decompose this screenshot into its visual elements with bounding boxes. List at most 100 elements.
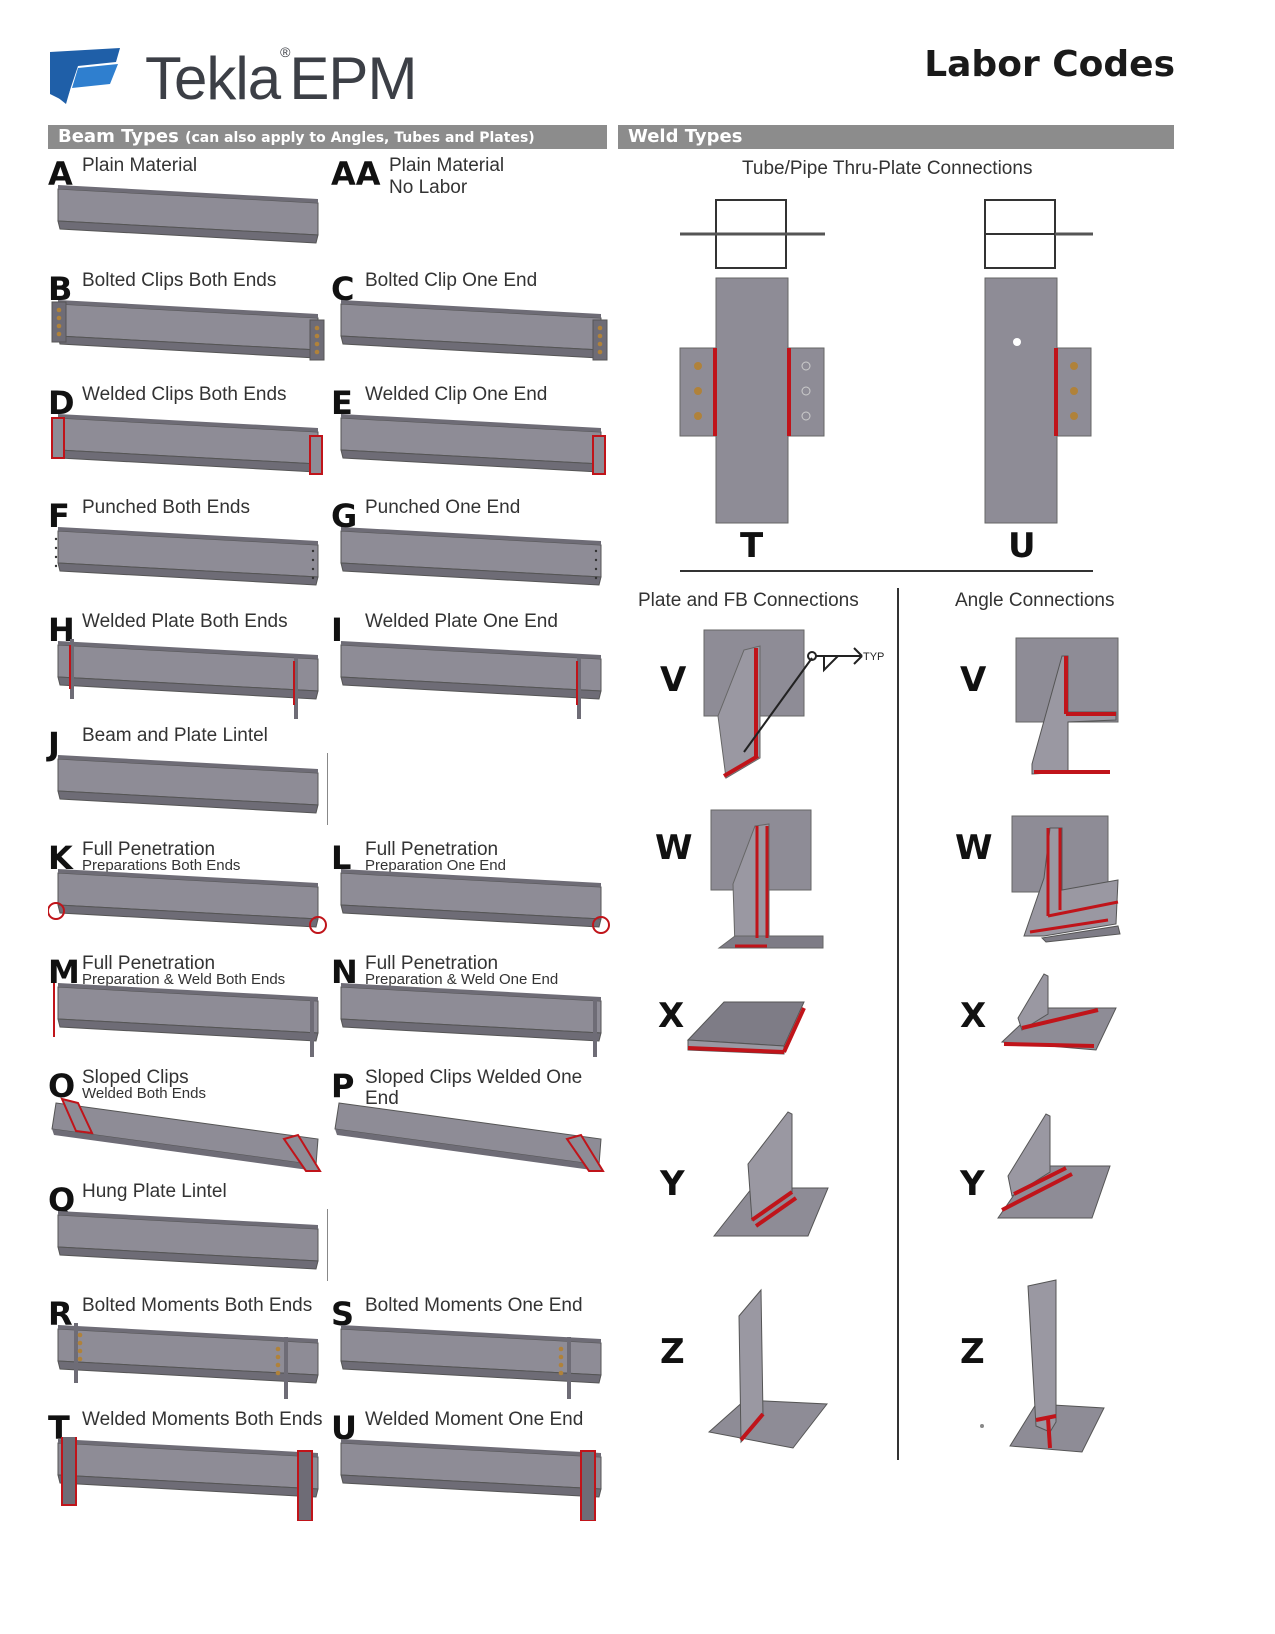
beam-illustration xyxy=(51,300,325,361)
angle-weld-y-figure xyxy=(997,1113,1111,1219)
tube-code-t: T xyxy=(740,526,764,566)
beam-type-sublabel: Preparation One End xyxy=(365,857,506,874)
typ-label: TYP xyxy=(863,651,884,663)
angle-code-v: V xyxy=(960,660,987,700)
beam-type-label: Welded Plate Both Ends xyxy=(82,611,288,632)
plate-code-y: Y xyxy=(660,1164,685,1204)
angle-weld-z-figure xyxy=(980,1279,1105,1453)
beam-illustration xyxy=(57,185,319,244)
beam-illustration xyxy=(57,753,328,825)
weld-types-title: Weld Types xyxy=(628,126,743,147)
beam-type-sublabel: Preparation & Weld One End xyxy=(365,971,559,988)
beam-code-letter: AA xyxy=(331,155,381,193)
plate-weld-v-figure: TYP xyxy=(703,629,884,779)
tube-divider-line xyxy=(680,570,1093,572)
angle-code-w: W xyxy=(955,828,993,868)
beam-illustration xyxy=(54,527,319,586)
beam-illustration xyxy=(340,641,602,719)
angle-code-x: X xyxy=(960,996,987,1036)
beam-type-label: Welded Clips Both Ends xyxy=(82,384,287,405)
beam-type-label: Bolted Clips Both Ends xyxy=(82,270,277,291)
beam-type-i: I Welded Plate One End xyxy=(331,611,616,731)
plate-code-v: V xyxy=(660,660,687,700)
beam-code-letter: J xyxy=(48,725,60,763)
beam-type-label: Punched One End xyxy=(365,497,521,518)
beam-code-letter: L xyxy=(331,839,352,877)
beam-illustration xyxy=(51,414,323,475)
page-title: Labor Codes xyxy=(924,44,1175,85)
beam-type-label: Hung Plate Lintel xyxy=(82,1181,227,1202)
beam-type-label: Bolted Clip One End xyxy=(365,270,538,291)
tube-thru-plate-t-figure xyxy=(679,199,825,524)
beam-type-c: C Bolted Clip One End xyxy=(331,270,616,390)
beam-illustration xyxy=(334,1102,605,1172)
beam-type-label: Punched Both Ends xyxy=(82,497,250,518)
beam-illustration xyxy=(57,1323,319,1399)
beam-type-sublabel: Preparation & Weld Both Ends xyxy=(82,971,286,988)
beam-type-label: Welded Clip One End xyxy=(365,384,548,405)
plate-connections-heading: Plate and FB Connections xyxy=(638,590,859,611)
plate-angle-divider-line xyxy=(897,588,899,1460)
beam-types-bar: Beam Types (can also apply to Angles, Tu… xyxy=(48,125,607,149)
beam-type-label: Bolted Moments Both Ends xyxy=(82,1295,313,1316)
beam-type-label: Sloped Clips xyxy=(82,1067,189,1088)
beam-illustration xyxy=(53,983,319,1057)
tube-connections-heading: Tube/Pipe Thru-Plate Connections xyxy=(742,158,1033,179)
beam-type-f: F Punched Both Ends xyxy=(48,497,333,617)
beam-types-title: Beam Types xyxy=(58,126,179,147)
beam-illustration xyxy=(57,1437,319,1521)
beam-type-e: E Welded Clip One End xyxy=(331,384,616,504)
beam-illustration xyxy=(340,300,608,361)
plate-code-z: Z xyxy=(660,1332,685,1372)
beam-type-label: Bolted Moments One End xyxy=(365,1295,583,1316)
beam-type-label: Full Penetration xyxy=(82,839,216,860)
beam-type-sublabel: Preparations Both Ends xyxy=(82,857,241,874)
beam-illustration xyxy=(57,639,319,719)
beam-illustration xyxy=(340,414,606,475)
beam-code-letter: C xyxy=(331,270,355,308)
beam-type-label: Full Penetration xyxy=(365,953,499,974)
beam-type-label: Welded Plate One End xyxy=(365,611,558,632)
plate-code-x: X xyxy=(658,996,685,1036)
angle-weld-w-figure xyxy=(1011,815,1121,943)
beam-type-label: Plain Material xyxy=(82,155,198,176)
beam-type-label: Full Penetration xyxy=(82,953,216,974)
beam-illustration xyxy=(340,1439,602,1521)
weld-types-bar: Weld Types xyxy=(618,125,1174,149)
angle-code-z: Z xyxy=(960,1332,985,1372)
beam-code-letter: I xyxy=(331,611,343,649)
beam-code-letter: F xyxy=(48,497,70,535)
beam-type-label: Welded Moments Both Ends xyxy=(82,1409,323,1430)
plate-weld-z-figure xyxy=(707,1288,828,1449)
beam-illustration xyxy=(48,869,327,934)
beam-type-sublabel: Welded Both Ends xyxy=(82,1085,206,1102)
plate-weld-w-figure xyxy=(710,809,824,949)
tube-thru-plate-u-figure xyxy=(984,199,1093,524)
angle-weld-x-figure xyxy=(1000,973,1117,1051)
beam-illustration xyxy=(51,1097,322,1172)
beam-code-letter: P xyxy=(331,1067,355,1105)
angle-weld-v-figure xyxy=(1015,637,1119,775)
beam-illustration xyxy=(340,869,610,934)
beam-code-letter: E xyxy=(331,384,353,422)
beam-illustration xyxy=(340,1325,602,1399)
plate-weld-x-figure xyxy=(686,1001,806,1055)
plate-code-w: W xyxy=(655,828,693,868)
tekla-logo-icon xyxy=(50,48,120,104)
angle-connections-heading: Angle Connections xyxy=(955,590,1115,611)
